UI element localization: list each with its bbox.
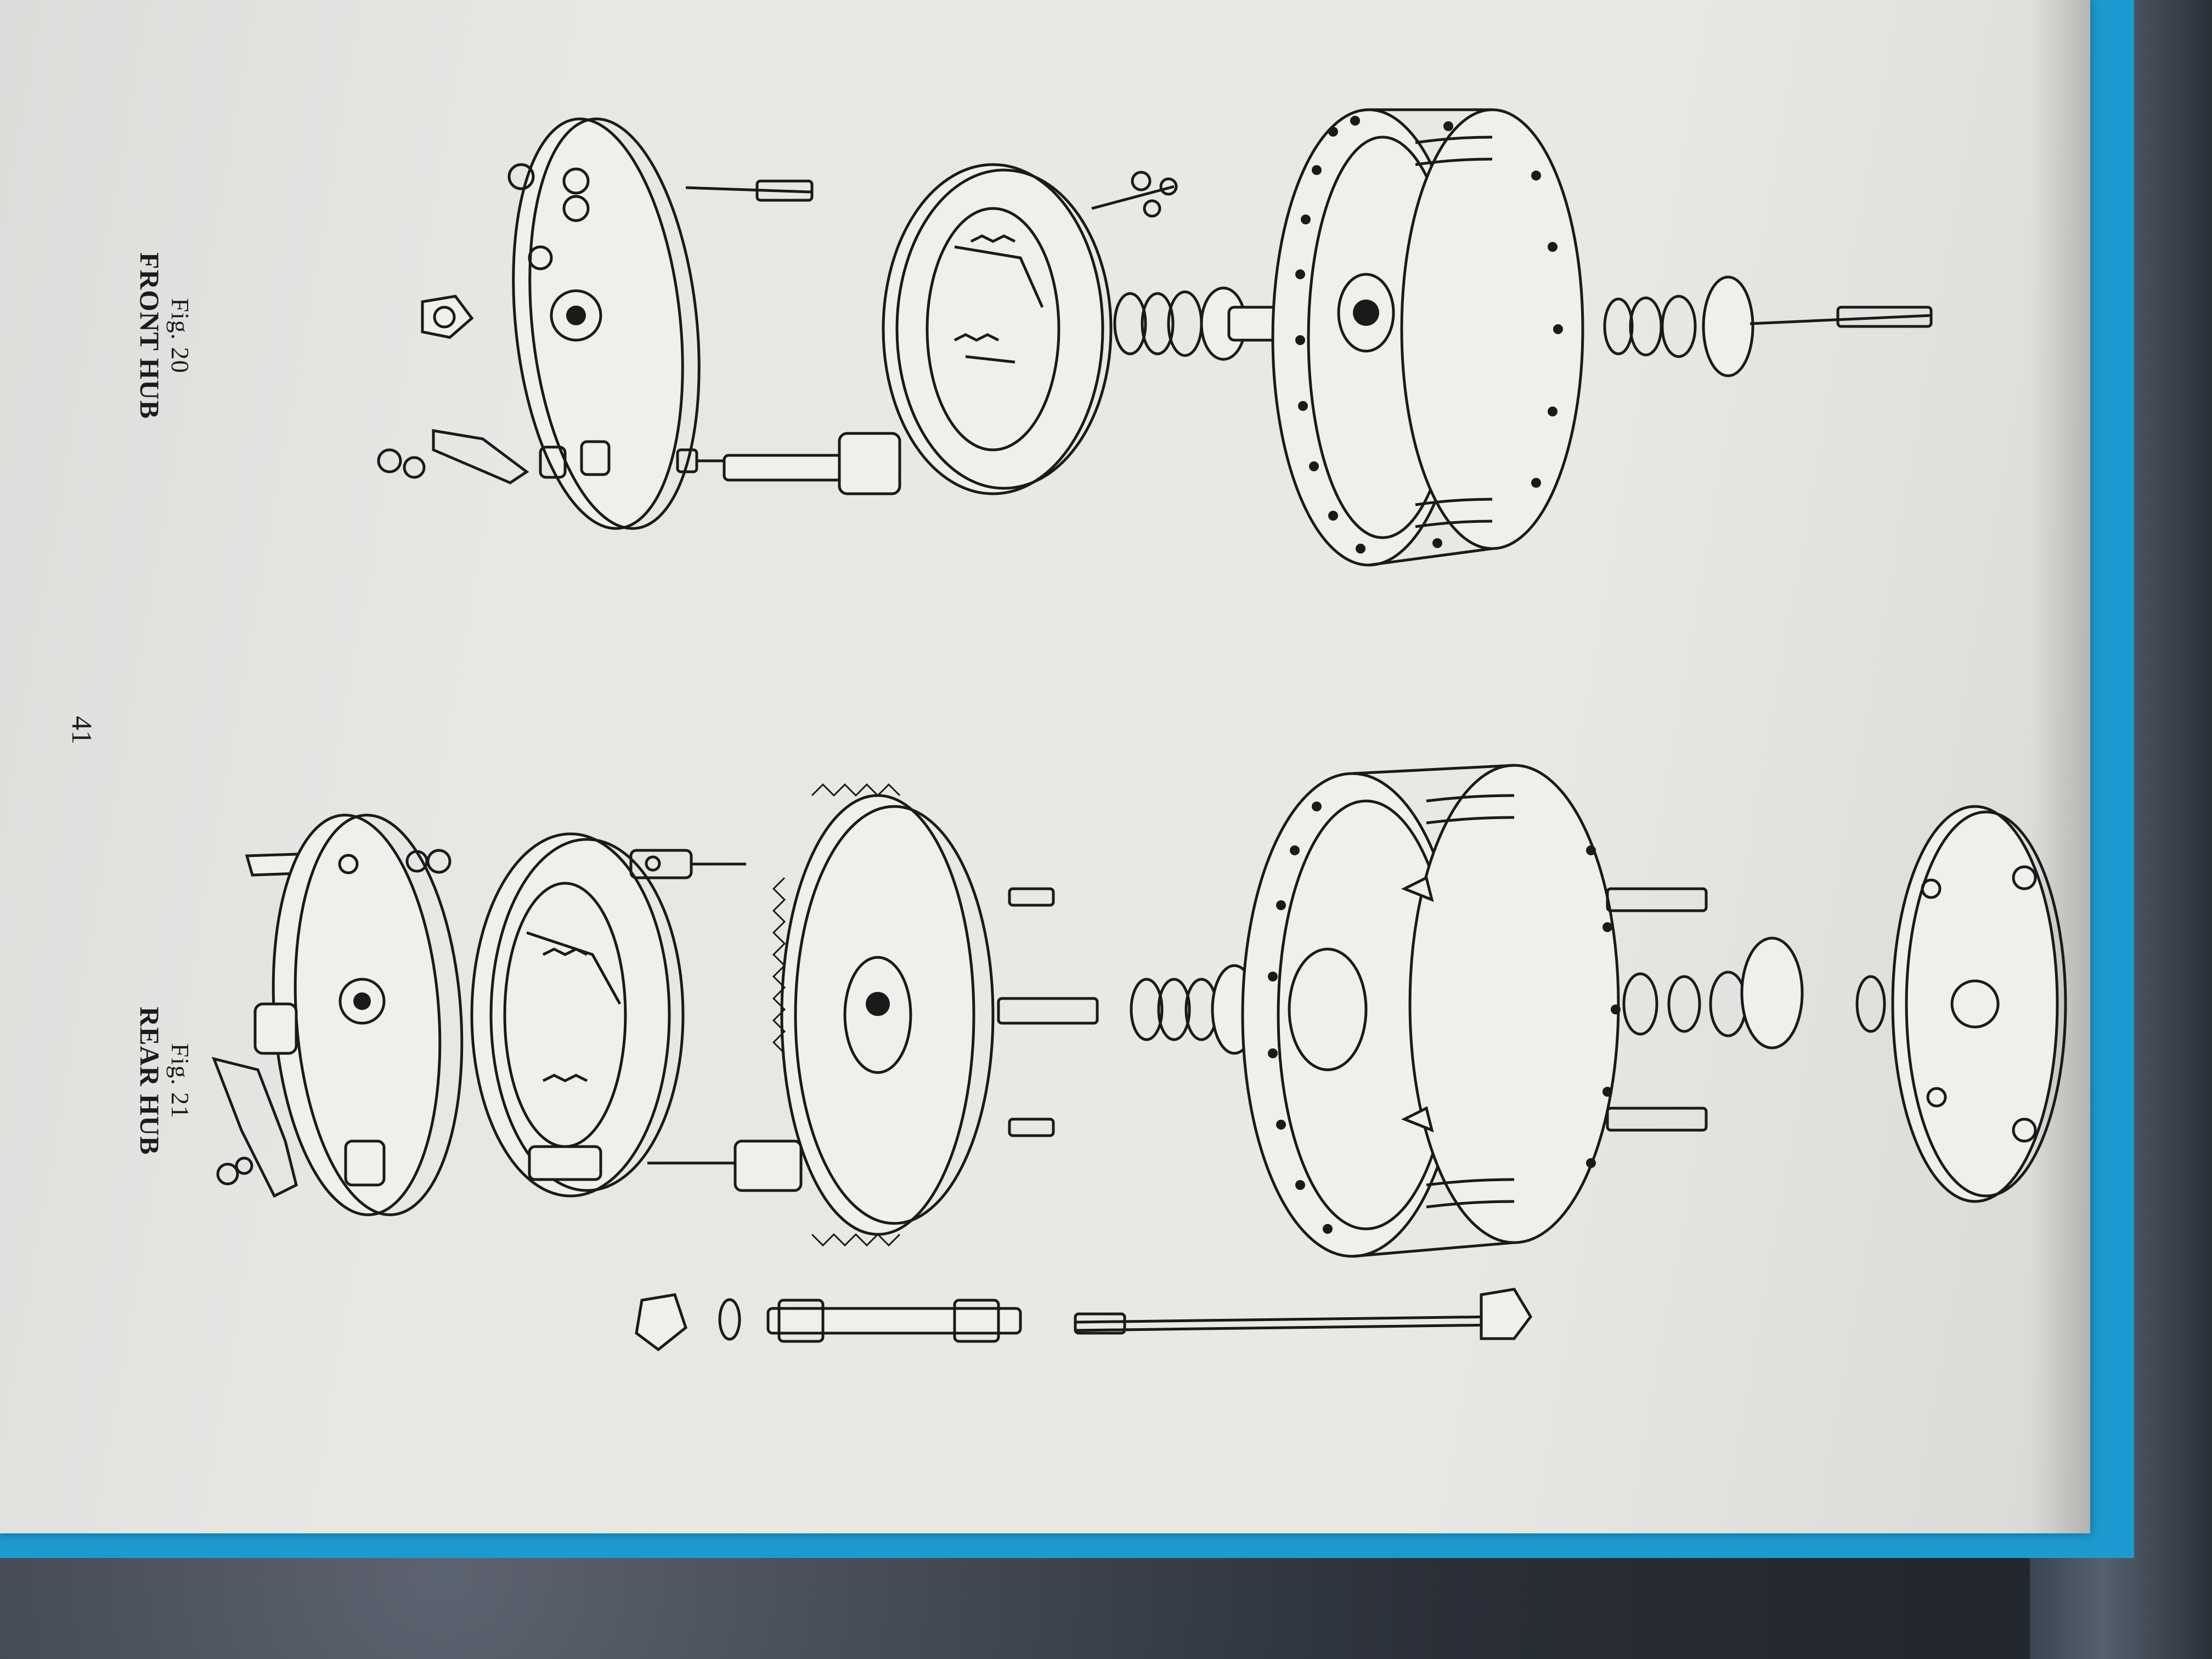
book-page: Fig. 20 FRONT HUB 41 Fig. 21 REAR HUB xyxy=(0,0,2090,1533)
rear-brake-plate xyxy=(211,814,464,1216)
rear-bearing-stack xyxy=(1606,887,1886,1132)
rear-spoke-holes xyxy=(1268,802,1621,1234)
rear-hub-shell xyxy=(1241,764,1620,1258)
front-axle xyxy=(1603,275,1933,377)
front-hub-shell xyxy=(1271,108,1584,567)
rear-hub-exploded-drawing xyxy=(211,764,2067,1352)
front-brake-plate xyxy=(507,117,814,530)
rear-brake-shoes xyxy=(470,832,746,1198)
rear-sprocket xyxy=(647,783,1055,1247)
rear-axle-parts xyxy=(635,1288,1533,1352)
page-spine-shadow xyxy=(2030,0,2090,1533)
front-cam-spindle xyxy=(723,432,901,495)
front-nut-and-lever xyxy=(377,295,529,484)
front-brake-shoes xyxy=(882,163,1178,495)
front-hub-exploded-drawing xyxy=(377,108,1933,567)
front-spoke-holes xyxy=(1295,116,1563,554)
rear-cover-plate xyxy=(1891,805,2067,1203)
